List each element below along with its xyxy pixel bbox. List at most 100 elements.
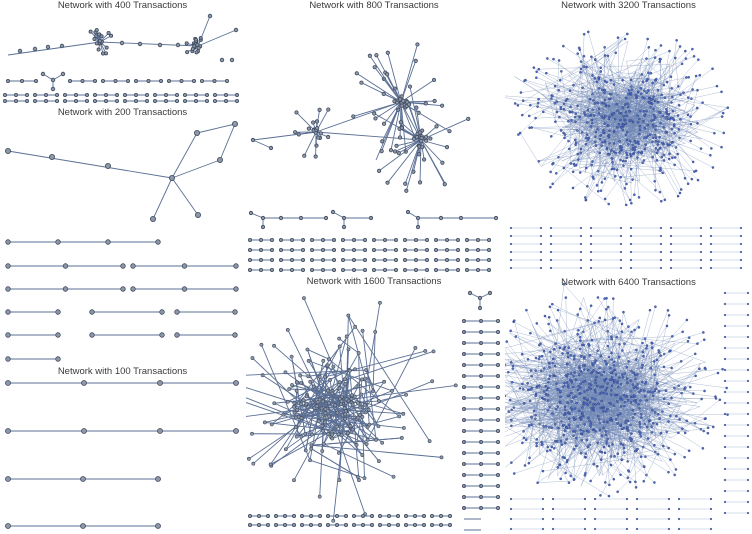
graph-node — [250, 137, 256, 143]
graph-edge — [197, 15, 211, 47]
graph-edge — [564, 331, 641, 401]
graph-node — [739, 266, 743, 270]
graph-node — [258, 257, 263, 262]
graph-node — [559, 129, 563, 132]
graph-node — [602, 426, 605, 430]
graph-node — [677, 85, 680, 88]
graph-node — [608, 378, 612, 382]
graph-node — [598, 392, 602, 395]
graph-node — [622, 443, 625, 447]
graph-edge — [505, 385, 638, 390]
graph-node — [576, 332, 579, 336]
graph-node — [50, 86, 56, 92]
graph-node — [486, 267, 491, 272]
graph-node — [495, 363, 500, 368]
graph-node — [495, 417, 500, 422]
graph-node — [123, 93, 128, 98]
graph-edge — [171, 177, 199, 216]
graph-node — [631, 383, 635, 386]
graph-node — [413, 237, 418, 242]
graph-node — [609, 393, 613, 397]
graph-node — [574, 120, 577, 123]
graph-edge — [586, 137, 662, 202]
graph-edge — [675, 57, 679, 87]
graph-node — [346, 313, 351, 318]
graph-node — [633, 193, 636, 197]
graph-edge — [543, 351, 571, 433]
graph-node — [477, 305, 483, 311]
graph-edge — [557, 381, 599, 468]
graph-node — [372, 237, 377, 242]
graph-node — [80, 523, 86, 529]
graph-node — [685, 419, 689, 423]
graph-node — [640, 380, 644, 384]
graph-node — [600, 399, 603, 403]
graph-node — [555, 100, 559, 103]
graph-node — [638, 117, 641, 121]
graph-node — [573, 115, 577, 119]
graph-node — [393, 257, 398, 262]
graph-node — [678, 418, 681, 421]
graph-node — [343, 417, 348, 421]
graph-node — [81, 380, 87, 386]
graph-node — [401, 98, 406, 103]
graph-node — [645, 109, 648, 113]
graph-node — [656, 143, 660, 146]
graph-node — [541, 442, 544, 446]
graph-node — [80, 79, 85, 84]
graph-node — [610, 388, 613, 392]
graph-node — [572, 374, 575, 378]
graph-edge — [394, 139, 422, 152]
graph-node — [746, 500, 750, 504]
graph-node — [649, 133, 652, 137]
graph-edge — [311, 444, 442, 458]
graph-node — [550, 426, 553, 429]
graph-node — [574, 143, 577, 147]
graph-node — [283, 447, 288, 452]
graph-edge — [339, 350, 434, 383]
graph-node — [598, 151, 602, 155]
graph-node — [549, 234, 553, 238]
graph-edge — [552, 163, 632, 184]
graph-node — [703, 389, 706, 393]
graph-edge — [611, 298, 614, 378]
graph-node — [248, 257, 253, 262]
graph-node — [657, 140, 660, 143]
graph-node — [626, 399, 630, 402]
graph-node — [370, 522, 375, 527]
graph-node — [686, 113, 690, 117]
graph-node — [651, 391, 655, 394]
graph-node — [586, 108, 590, 112]
graph-node — [444, 267, 449, 272]
graph-edge — [628, 364, 660, 472]
graph-node — [667, 402, 671, 406]
graph-node — [576, 52, 579, 55]
graph-node — [414, 105, 419, 110]
panel-title-200: Network with 200 Transactions — [57, 107, 188, 118]
graph-node — [635, 527, 639, 531]
graph-edge — [541, 370, 650, 422]
graph-node — [746, 401, 750, 405]
graph-node — [359, 80, 364, 85]
graph-edge — [544, 366, 580, 392]
graph-node — [610, 157, 614, 160]
graph-node — [600, 181, 604, 184]
graph-node — [696, 342, 699, 345]
graph-edge — [567, 341, 636, 387]
graph-node — [699, 226, 703, 230]
graph-node — [534, 116, 537, 120]
graph-node — [310, 257, 315, 262]
graph-node — [669, 242, 673, 246]
graph-edge — [560, 93, 607, 108]
graph-node — [659, 354, 663, 357]
graph-node — [679, 360, 683, 363]
graph-edge — [303, 131, 317, 156]
graph-edge — [613, 143, 627, 185]
graph-node — [592, 114, 596, 117]
graph-node — [526, 381, 529, 385]
graph-node — [694, 74, 698, 78]
graph-node — [629, 266, 633, 270]
graph-node — [625, 517, 629, 521]
graph-node — [551, 182, 555, 186]
graph-node — [595, 184, 599, 187]
